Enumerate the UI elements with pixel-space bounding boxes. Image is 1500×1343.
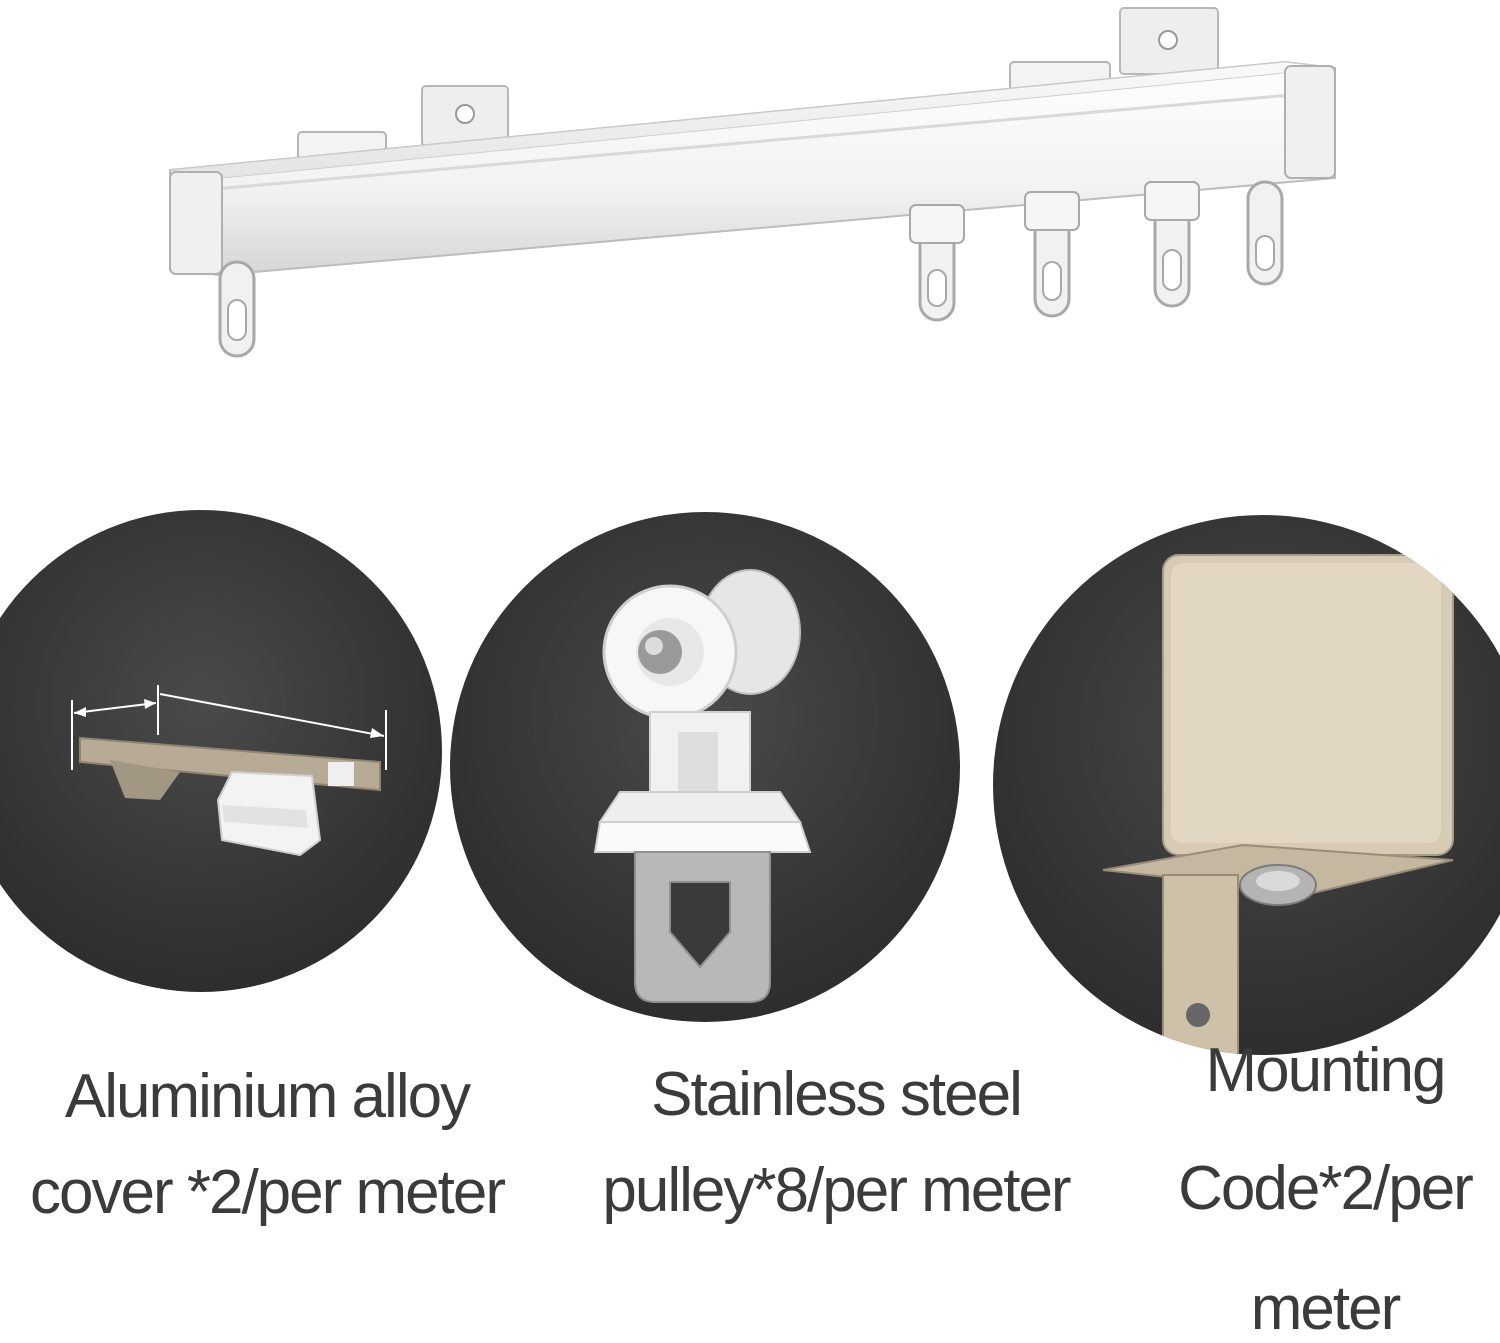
caption-mounting-line3: meter (1250, 1274, 1401, 1343)
aluminium-cover-detail-image: 25mm 51mm (0, 510, 442, 992)
mounting-code-graphic (1102, 554, 1454, 1055)
curtain-track-rail-image (150, 0, 1350, 380)
caption-mounting-line1: Mounting (1205, 1036, 1446, 1105)
pulley-graphic (593, 569, 812, 1003)
caption-aluminium-line1: Aluminium alloy (64, 1062, 471, 1131)
curtain-track-rail-graphic (169, 7, 1336, 358)
stainless-pulley-detail-image (450, 512, 960, 1022)
caption-mounting-line2: Code*2/per (1178, 1154, 1474, 1223)
mounting-code-detail-image (993, 515, 1500, 1055)
caption-aluminium-line2: cover *2/per meter (30, 1158, 506, 1227)
aluminium-cover-graphic (71, 685, 387, 857)
caption-pulley-line2: pulley*8/per meter (602, 1156, 1071, 1225)
caption-pulley-line1: Stainless steel (651, 1060, 1023, 1129)
